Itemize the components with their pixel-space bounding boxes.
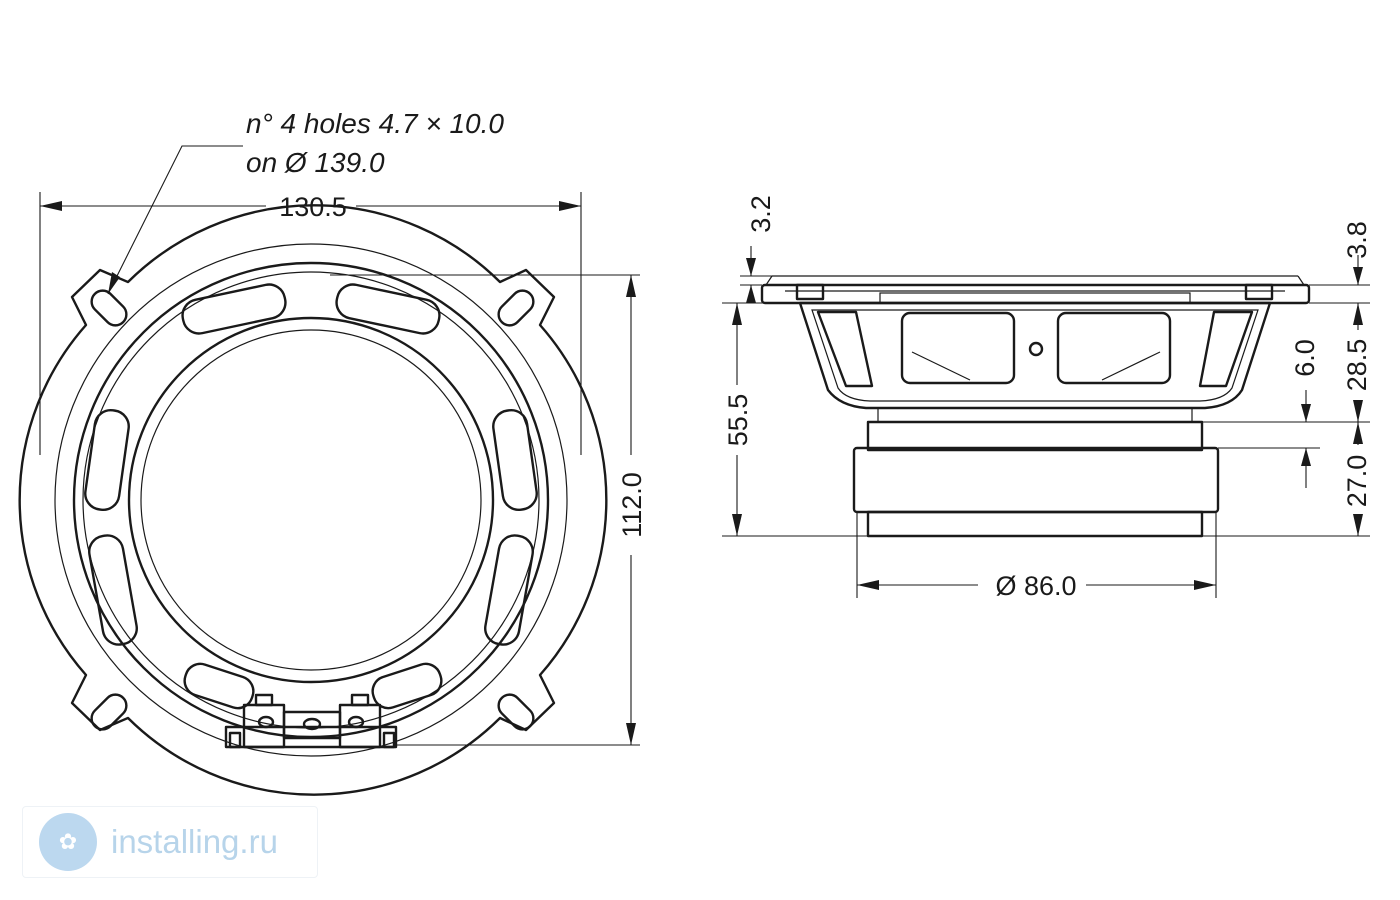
- front-view: 130.5 112.0 n° 4 holes 4.7 × 10.0 on Ø 1…: [18, 108, 647, 796]
- side-view: 3.2 55.5 3.8 28.5 27.0 6.0 Ø 8: [722, 195, 1372, 601]
- basket-outer-ring: [72, 261, 550, 739]
- mount-hole-slot: [90, 289, 128, 327]
- dim-magnet-diameter: Ø 86.0: [995, 571, 1076, 601]
- hole-note-line2: on Ø 139.0: [246, 147, 385, 178]
- dim-flange-thickness: 3.2: [746, 195, 776, 233]
- side-flange: [760, 283, 1311, 305]
- flange-inner-rim: [54, 243, 568, 757]
- basket-ring-line: [82, 271, 540, 729]
- side-window: [1198, 310, 1254, 388]
- magnet: [852, 446, 1220, 514]
- dim-mount-depth: 55.5: [723, 394, 753, 447]
- dim-front-width: 130.5: [279, 192, 347, 222]
- magnet-back-plate: [866, 510, 1204, 538]
- side-window: [816, 310, 874, 388]
- logo-icon: ✿: [39, 813, 97, 871]
- terminal-screw: [347, 715, 365, 729]
- dim-magnet-offset: 6.0: [1290, 339, 1320, 377]
- watermark-text: installing.ru: [111, 823, 278, 860]
- mount-hole-slot: [90, 693, 128, 731]
- magnet-top-plate: [866, 420, 1204, 452]
- side-window: [1056, 311, 1172, 385]
- basket-windows: [84, 283, 538, 710]
- mount-hole-slot: [497, 289, 535, 327]
- dim-flange-offset: 3.8: [1342, 221, 1372, 259]
- side-basket: [798, 301, 1272, 410]
- terminal-screw: [257, 715, 275, 729]
- dim-magnet-height: 27.0: [1342, 455, 1372, 508]
- mount-hole-slot: [497, 693, 535, 731]
- cone-opening-inner: [140, 329, 482, 671]
- dim-front-height: 112.0: [617, 472, 647, 538]
- dim-basket-depth: 28.5: [1342, 339, 1372, 392]
- terminal-screw: [302, 717, 322, 731]
- cone-opening: [127, 316, 495, 684]
- side-window: [900, 311, 1016, 385]
- hole-note-leader: [107, 145, 243, 295]
- hole-note-line1: n° 4 holes 4.7 × 10.0: [246, 108, 504, 139]
- watermark: ✿ installing.ru: [22, 806, 318, 878]
- vent-hole: [1028, 341, 1044, 357]
- terminal-block: [224, 693, 398, 749]
